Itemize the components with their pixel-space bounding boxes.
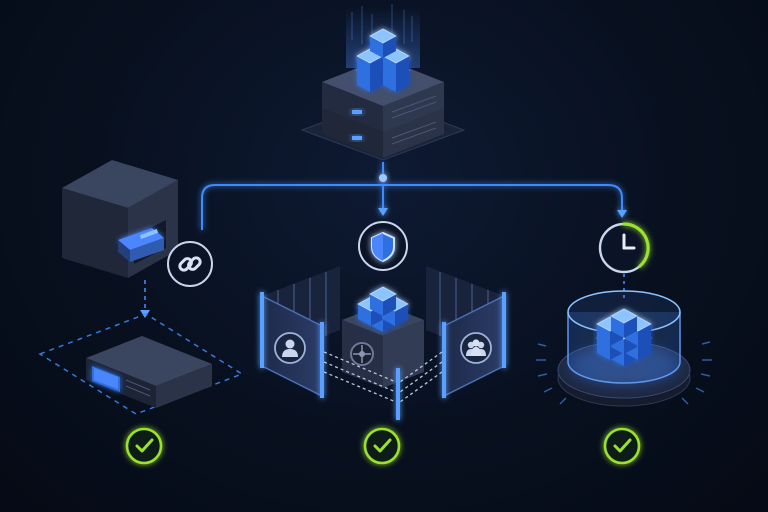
arrow-right: [617, 210, 627, 218]
connector-right: [383, 184, 623, 214]
check-right: [603, 427, 641, 465]
group-icon: [460, 332, 492, 364]
clock-icon: [598, 222, 650, 274]
connector-lines: [201, 162, 627, 230]
user-icon: [274, 332, 306, 364]
junction-node: [379, 174, 387, 182]
safe-vault-icon: [342, 286, 424, 388]
backup-device: [38, 313, 244, 415]
shield-icon: [358, 221, 408, 271]
data-cylinder-icon: [536, 290, 712, 407]
fenced-vault: [260, 266, 506, 420]
chain-link-icon: [167, 241, 213, 287]
fence-panel-left: [261, 294, 323, 398]
connector-left: [201, 184, 383, 230]
source-server-tower: [62, 160, 178, 278]
arrow-center: [378, 208, 388, 216]
check-center: [363, 427, 401, 465]
check-circle-icon: [125, 427, 641, 465]
check-left: [125, 427, 163, 465]
tick-ring: [536, 341, 712, 405]
central-storage-server: [300, 4, 466, 161]
